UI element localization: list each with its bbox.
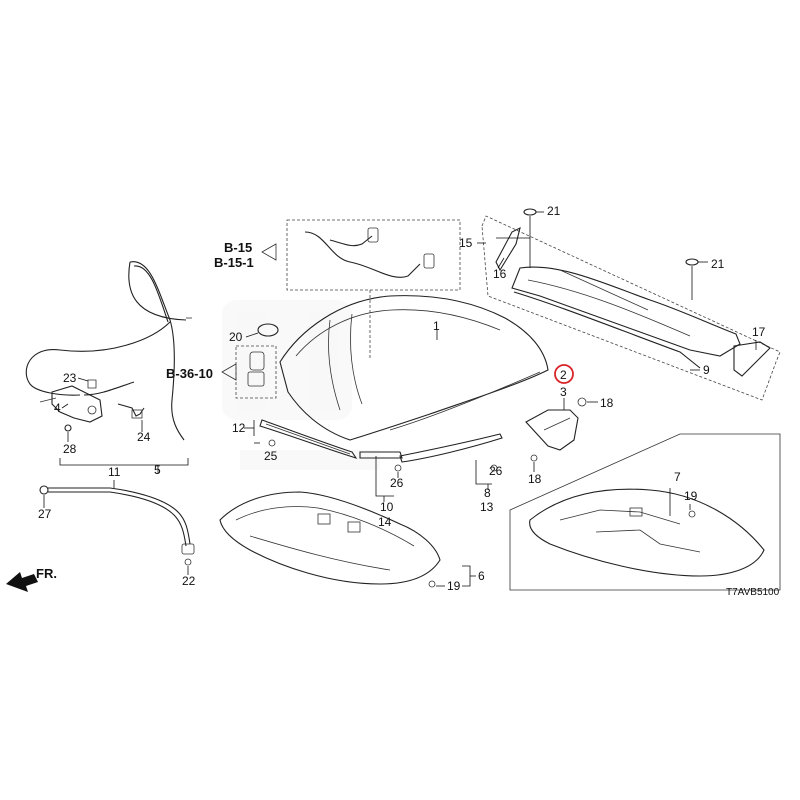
callout-24[interactable]: 24 <box>137 430 151 444</box>
reference-b36-10[interactable]: B-36-10 <box>166 366 213 381</box>
callout-25[interactable]: 25 <box>264 449 278 463</box>
highlight-circle-2 <box>554 364 574 384</box>
reference-b15-1[interactable]: B-15-1 <box>214 255 254 270</box>
callout-28[interactable]: 28 <box>63 442 77 456</box>
callout-20[interactable]: 20 <box>229 330 243 344</box>
hood-seals <box>359 433 503 472</box>
callout-23[interactable]: 23 <box>63 371 77 385</box>
front-seal <box>259 419 358 459</box>
callout-17[interactable]: 17 <box>752 325 766 339</box>
cowl-assembly <box>477 208 781 401</box>
hood-release-cable <box>25 261 192 441</box>
washer-tube <box>39 485 195 566</box>
hood-panel <box>279 295 549 441</box>
callout-26-right[interactable]: 26 <box>489 464 503 478</box>
callout-3[interactable]: 3 <box>560 385 567 399</box>
b36-10-inset <box>221 323 279 399</box>
callout-27[interactable]: 27 <box>38 507 52 521</box>
alt-insulator-box <box>509 433 781 591</box>
callout-21-right[interactable]: 21 <box>711 257 725 271</box>
hood-latch <box>39 379 103 432</box>
callout-18-lower[interactable]: 18 <box>528 472 542 486</box>
callout-4[interactable]: 4 <box>54 401 61 415</box>
front-direction-arrow <box>6 572 38 592</box>
hood-insulator <box>219 491 441 588</box>
callout-5[interactable]: 5 <box>154 463 161 477</box>
callout-19-left[interactable]: 19 <box>447 579 461 593</box>
callout-19-right[interactable]: 19 <box>684 489 698 503</box>
callout-8[interactable]: 8 <box>484 486 491 500</box>
callout-6[interactable]: 6 <box>478 569 485 583</box>
reference-b15[interactable]: B-15 <box>224 240 252 255</box>
callout-22[interactable]: 22 <box>182 574 196 588</box>
release-cable-clip <box>117 403 145 419</box>
callout-12[interactable]: 12 <box>232 421 246 435</box>
front-label: FR. <box>36 566 57 581</box>
hood-hinge <box>525 397 587 462</box>
b15-inset <box>261 219 461 360</box>
callout-26-left[interactable]: 26 <box>390 476 404 490</box>
callout-13[interactable]: 13 <box>480 500 494 514</box>
callout-1[interactable]: 1 <box>433 319 440 333</box>
callout-21-top[interactable]: 21 <box>547 204 561 218</box>
callout-18-right[interactable]: 18 <box>600 396 614 410</box>
callout-7[interactable]: 7 <box>674 470 681 484</box>
diagram-code: T7AVB5100 <box>726 587 780 598</box>
callout-9[interactable]: 9 <box>703 363 710 377</box>
callout-16[interactable]: 16 <box>493 267 507 281</box>
callout-11[interactable]: 11 <box>108 465 121 479</box>
callout-15[interactable]: 15 <box>459 236 473 250</box>
callout-10[interactable]: 10 <box>380 500 394 514</box>
callout-2[interactable]: 2 <box>560 368 567 382</box>
